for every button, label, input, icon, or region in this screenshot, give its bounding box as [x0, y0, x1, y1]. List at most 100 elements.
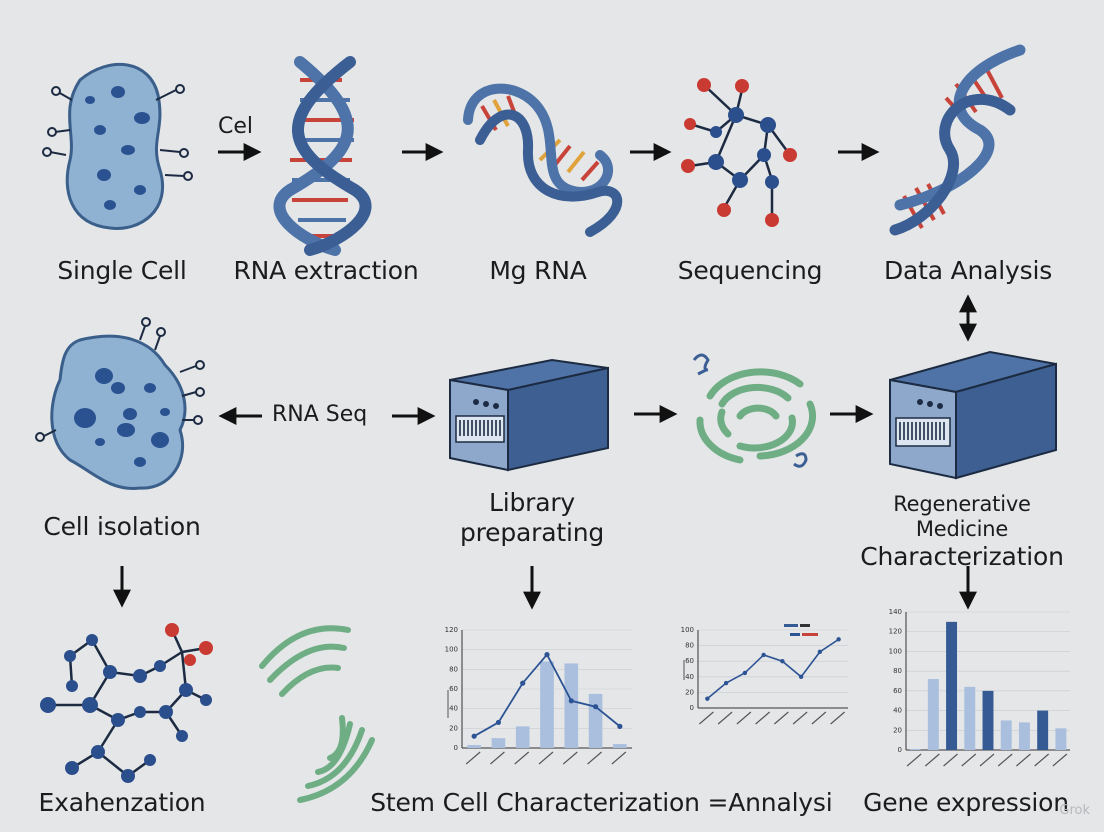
label-gene-expression: Gene expression	[863, 788, 1069, 817]
single-cell-icon	[42, 63, 193, 230]
y-tick-label: 40	[449, 705, 458, 713]
y-tick-label: 40	[893, 707, 902, 715]
line-point	[798, 674, 804, 679]
bar	[564, 663, 579, 748]
label-library-line1: Library	[488, 488, 575, 517]
cell-icon	[35, 317, 205, 490]
x-tick-label	[465, 751, 481, 765]
x-tick-label	[961, 753, 977, 767]
y-tick-label: 60	[685, 657, 694, 665]
x-tick-label	[490, 751, 505, 765]
series-line	[706, 638, 840, 700]
legend-swatch	[790, 633, 800, 636]
bar	[1037, 710, 1049, 750]
x-tick-label	[736, 711, 752, 725]
line-point	[817, 649, 823, 655]
bar	[613, 744, 627, 748]
x-tick-label	[792, 711, 808, 725]
label-rna-seq: RNA Seq	[272, 402, 368, 427]
legend-swatch	[784, 624, 798, 627]
line-point	[544, 651, 550, 658]
label-regen-line2: Characterization	[860, 542, 1064, 572]
bar	[588, 693, 603, 748]
y-tick-label: 0	[454, 744, 458, 752]
sequencer-machine-icon	[449, 358, 609, 472]
label-annalysi: =Annalysi	[707, 788, 833, 817]
y-tick-label: 140	[889, 608, 902, 616]
line-point	[617, 723, 623, 729]
x-tick-label	[755, 711, 771, 725]
dna-helix-icon	[889, 44, 1026, 236]
line-point	[742, 670, 748, 676]
watermark-text: Grok	[1059, 803, 1090, 818]
x-tick-label	[562, 751, 578, 765]
label-rna-extraction: RNA extraction	[233, 256, 419, 285]
bar	[1055, 728, 1067, 750]
x-tick-label	[538, 751, 554, 765]
label-library-line2: preparating	[459, 518, 605, 547]
label-single-cell: Single Cell	[57, 256, 187, 285]
bar	[467, 745, 481, 748]
label-library-preparing: Library preparating	[460, 488, 604, 548]
bar	[540, 661, 554, 748]
y-tick-label: 0	[690, 704, 694, 712]
x-tick-label	[811, 711, 827, 725]
line-point	[520, 680, 526, 686]
bar	[909, 749, 921, 750]
signal-wave-icon	[259, 625, 375, 803]
label-data-analysis: Data Analysis	[883, 256, 1053, 285]
y-tick-label: 60	[449, 685, 458, 693]
line-point	[723, 680, 729, 686]
bar	[491, 738, 506, 748]
legend-swatch	[802, 633, 818, 636]
line-point	[780, 659, 785, 664]
x-tick-label	[1016, 753, 1031, 767]
label-cel-arrow: Cel	[218, 114, 254, 139]
x-tick-label	[1052, 753, 1068, 767]
label-cell-isolation: Cell isolation	[43, 512, 201, 541]
x-tick-label	[514, 751, 530, 765]
line-point	[471, 733, 477, 739]
green-ring-icon	[692, 353, 817, 468]
line-point	[568, 698, 574, 704]
y-tick-label: 20	[449, 724, 458, 732]
line-point	[592, 704, 599, 710]
bar	[964, 686, 976, 750]
x-tick-label	[587, 751, 602, 765]
sequencer-machine-icon	[889, 350, 1057, 480]
x-tick-label	[997, 753, 1013, 767]
x-tick-label	[830, 711, 846, 725]
y-tick-label: 80	[449, 665, 458, 673]
label-exahenzation: Exahenzation	[38, 788, 206, 817]
x-tick-label	[906, 753, 922, 767]
line-point	[761, 652, 766, 658]
line-point	[836, 637, 841, 642]
label-regenerative-medicine: Regenerative Medicine Characterization	[860, 492, 1064, 572]
dna-helix-icon	[273, 56, 372, 256]
label-stem-cell-characterization: Stem Cell Characterization	[370, 788, 700, 817]
x-tick-label	[773, 711, 789, 725]
y-tick-label: 20	[893, 726, 902, 734]
bar	[927, 679, 939, 750]
line-point	[495, 719, 502, 726]
bar	[1018, 722, 1030, 750]
x-tick-label	[943, 753, 958, 767]
bar	[946, 621, 958, 750]
x-tick-label	[924, 753, 940, 767]
y-tick-label: 0	[898, 746, 902, 754]
bar	[1000, 720, 1012, 750]
bar	[515, 726, 530, 748]
x-tick-label	[979, 753, 995, 767]
x-tick-label	[698, 711, 714, 725]
y-tick-label: 60	[893, 687, 902, 695]
y-tick-label: 40	[685, 673, 694, 681]
y-tick-label: 120	[445, 626, 458, 634]
y-tick-label: 120	[889, 628, 902, 636]
rna-strand-icon	[463, 83, 623, 237]
y-tick-label: 80	[685, 642, 694, 650]
line-point	[705, 696, 710, 701]
